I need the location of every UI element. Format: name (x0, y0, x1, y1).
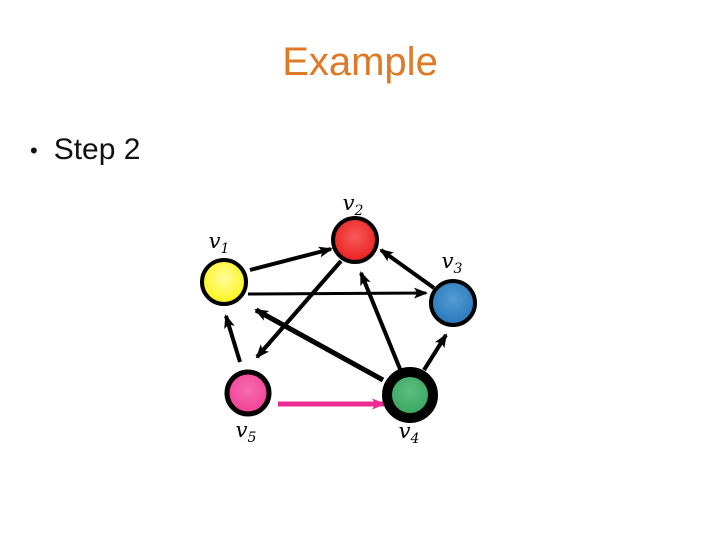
edge-v4-v3 (422, 333, 448, 372)
node-v5 (224, 369, 272, 417)
node-label-v2: v2 (343, 191, 364, 219)
node-v1 (200, 258, 248, 306)
edge-v3-v2 (379, 248, 436, 290)
bullet-dot: • (30, 138, 38, 163)
bullet-text: Step 2 (53, 133, 141, 166)
node-label-v3: v3 (442, 249, 463, 277)
slide-title: Example (282, 40, 438, 84)
edge-v2-v5 (255, 259, 343, 359)
edge-v5-v1 (224, 314, 242, 363)
edge-v4-v2 (359, 271, 402, 370)
edge-v4-v1 (254, 307, 385, 383)
node-v2 (331, 216, 379, 264)
node-label-v5: v5 (236, 418, 257, 446)
node-label-v1: v1 (209, 229, 230, 257)
bullet-item: • Step 2 (30, 133, 140, 167)
node-v3 (429, 279, 477, 327)
node-label-v4: v4 (399, 419, 420, 447)
edge-v1-v2 (249, 246, 333, 272)
node-v4 (382, 367, 438, 423)
edge-v1-v3 (247, 287, 428, 299)
